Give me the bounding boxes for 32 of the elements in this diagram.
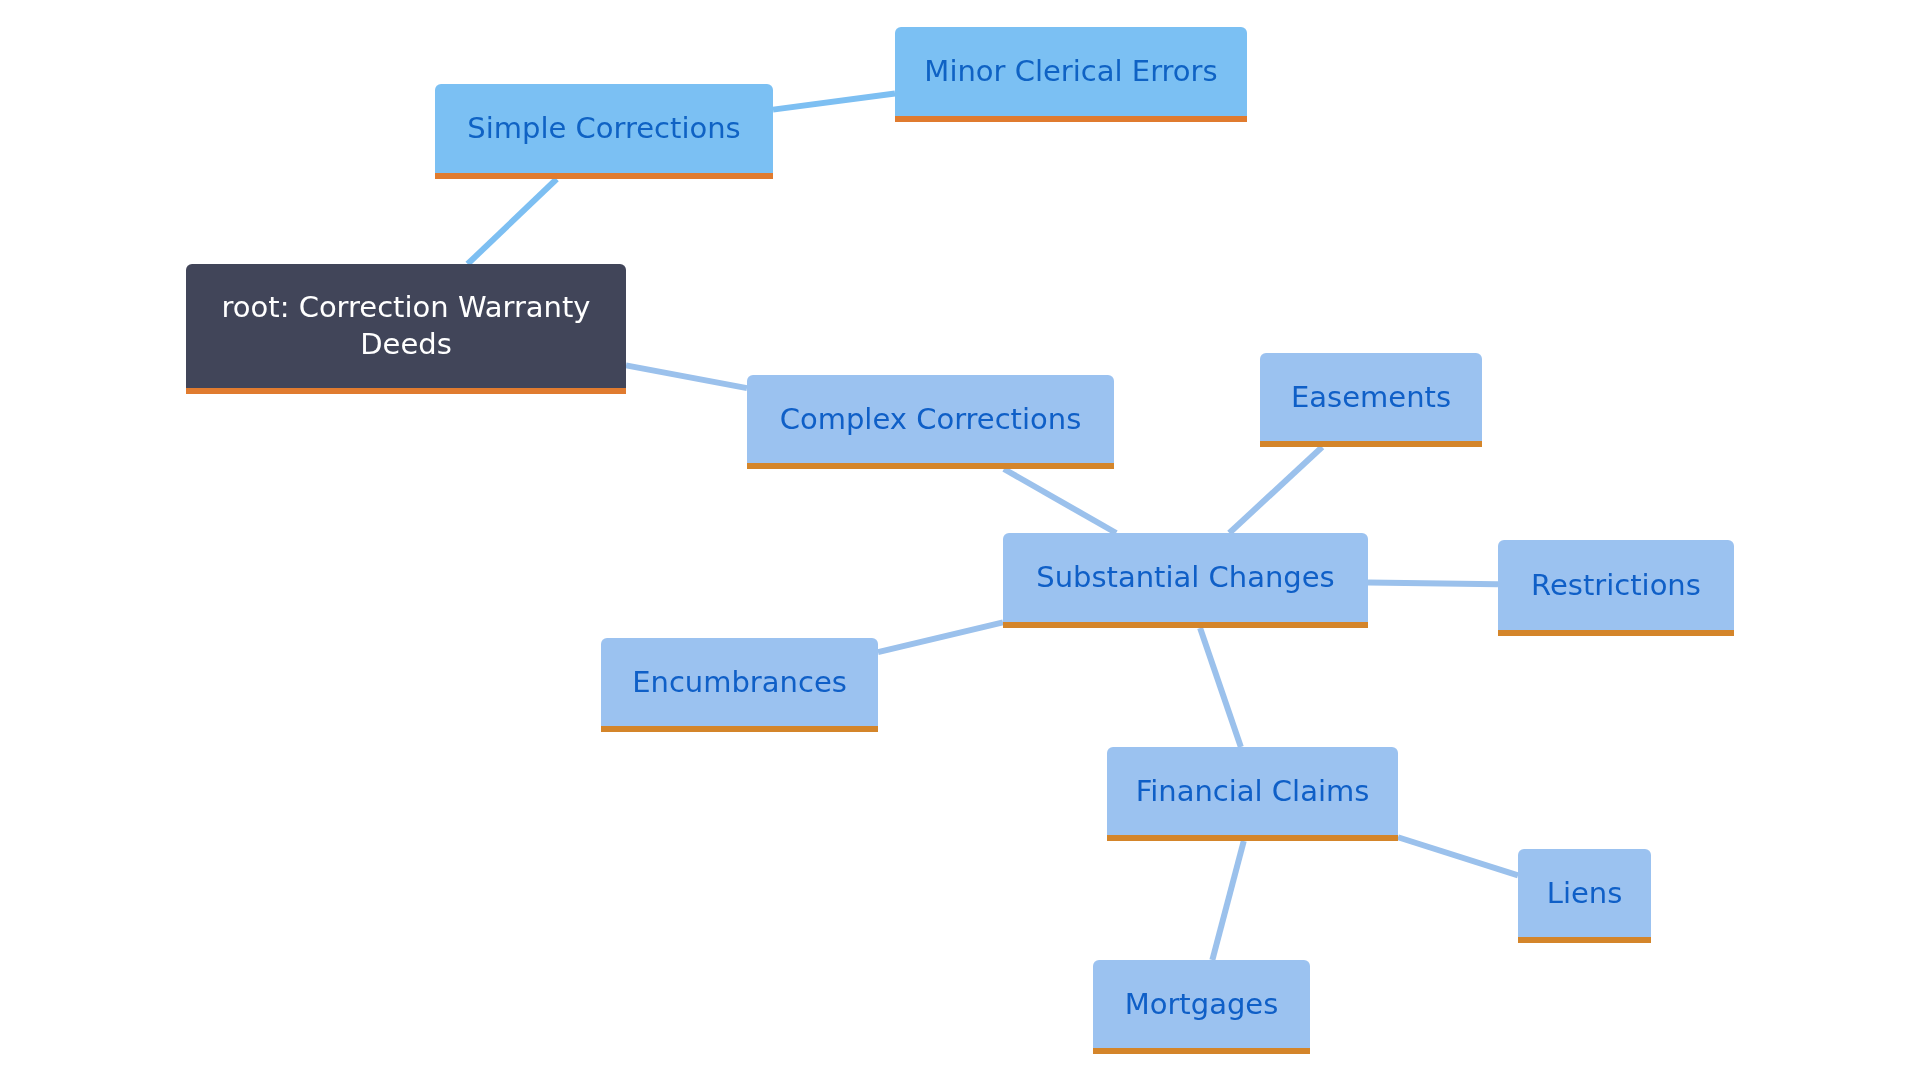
topic-box (1518, 849, 1651, 943)
topic-box (895, 27, 1247, 122)
topic-box (1093, 960, 1310, 1054)
node-label: Liens (1546, 874, 1623, 912)
node-label: Financial Claims (1135, 772, 1370, 810)
connector-line (625, 362, 748, 392)
connector-line (1227, 444, 1325, 536)
node-label: Substantial Changes (1036, 559, 1335, 596)
node-label: root: Correction Warranty Deeds (220, 289, 592, 363)
topic-box (1003, 533, 1368, 628)
connector-line (877, 619, 1004, 655)
topic-box (435, 84, 773, 179)
topic-box (1107, 747, 1398, 841)
topic-box (1260, 353, 1482, 447)
node-label: Mortgages (1124, 985, 1279, 1023)
connector-line (1209, 840, 1247, 961)
node-label: Restrictions (1531, 566, 1701, 604)
node-label: Encumbrances (632, 663, 847, 701)
node-label: Simple Corrections (467, 110, 741, 147)
topic-box (747, 375, 1114, 469)
connector-line (772, 90, 896, 113)
topic-box (601, 638, 878, 732)
node-label: Easements (1291, 378, 1451, 416)
node-label: Minor Clerical Errors (924, 53, 1218, 90)
connector-line (465, 176, 559, 267)
topic-box (1498, 540, 1734, 636)
connector-line (1397, 834, 1519, 879)
node-label: Complex Corrections (779, 400, 1082, 438)
connector-line (1367, 579, 1499, 588)
connector-line (1002, 466, 1118, 536)
root-node (186, 264, 626, 394)
connector-line (1197, 627, 1244, 748)
